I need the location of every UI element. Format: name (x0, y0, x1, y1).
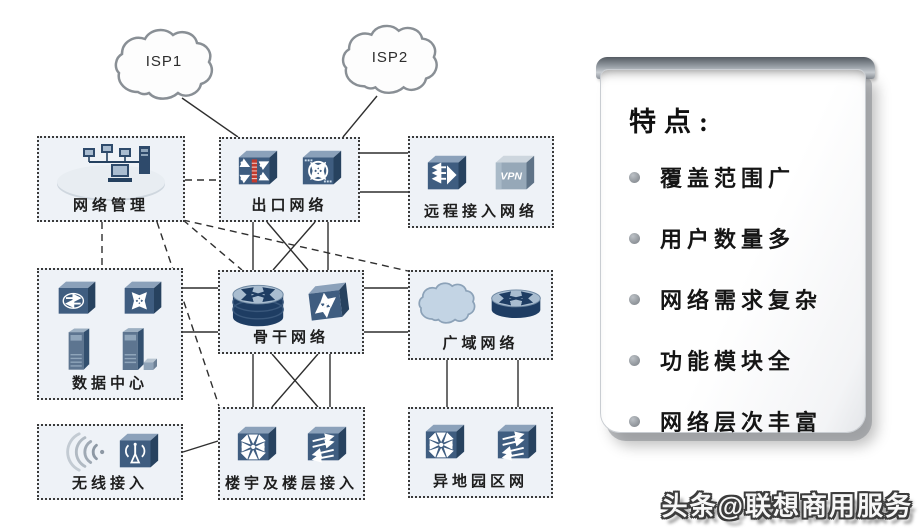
node-wan-network: 广域网络 (408, 270, 553, 360)
remote-access-switch-icon (427, 155, 467, 190)
node-backbone-network: 骨干网络 (218, 270, 364, 354)
firewall-icon (238, 150, 277, 185)
feature-text: 用户数量多 (660, 227, 796, 252)
server-tower-icon (68, 328, 90, 370)
vpn-gateway-icon: VPN (495, 155, 535, 190)
isp2-label: ISP2 (371, 48, 409, 66)
backbone-switch-icon (308, 282, 350, 321)
node-remote-access-network: VPN 远程接入网络 (408, 136, 554, 228)
node-label: 数据中心 (71, 376, 148, 392)
isp2-cloud: ISP2 (338, 22, 442, 100)
node-label: 骨干网络 (252, 330, 329, 346)
campus-switch-icon (497, 424, 536, 461)
node-network-management: 网络管理 (37, 136, 185, 222)
exit-router-icon (302, 150, 341, 185)
feature-list: 覆盖范围广 用户数量多 网络需求复杂 功能模块全 网络层次丰富 (629, 161, 865, 437)
isp1-label: ISP1 (145, 53, 183, 71)
watermark: 头条@联想商用服务 (661, 491, 913, 521)
feature-text: 网络层次丰富 (660, 410, 823, 435)
bullet-icon (629, 415, 640, 427)
server-tower-with-ups-icon (122, 328, 157, 370)
management-workstations-icon (57, 144, 165, 201)
cloud-icon (341, 24, 438, 95)
hub-icon (425, 424, 464, 459)
wireless-waves-icon (66, 432, 105, 472)
wan-router-icon (490, 289, 541, 319)
vpn-label: VPN (500, 171, 522, 183)
routing-switch-icon (124, 281, 162, 314)
node-exit-network: 出口网络 (219, 137, 360, 222)
node-data-center: 数据中心 (37, 268, 183, 400)
bullet-icon (629, 171, 640, 183)
feature-text: 网络需求复杂 (660, 288, 823, 313)
bullet-icon (629, 232, 640, 244)
node-label: 楼宇及楼层接入 (224, 476, 358, 492)
node-building-floor-access: 楼宇及楼层接入 (218, 407, 365, 500)
node-remote-campus-network: 异地园区网 (408, 407, 553, 498)
feature-item: 网络需求复杂 (629, 283, 865, 315)
cloud-icon (114, 28, 213, 100)
feature-text: 功能模块全 (660, 349, 796, 374)
hub-icon (237, 426, 276, 461)
feature-text: 覆盖范围广 (660, 166, 796, 191)
node-label: 远程接入网络 (423, 204, 538, 220)
feature-item: 覆盖范围广 (629, 161, 865, 193)
bullet-icon (629, 293, 640, 305)
node-label: 异地园区网 (432, 474, 528, 490)
access-point-icon (119, 433, 159, 468)
core-router-stack-icon (232, 284, 284, 327)
node-label: 出口网络 (251, 198, 328, 214)
wan-cloud-icon (417, 282, 475, 324)
features-panel: 特点: 覆盖范围广 用户数量多 网络需求复杂 功能模块全 (593, 57, 879, 435)
bullet-icon (629, 354, 640, 366)
panel-page: 特点: 覆盖范围广 用户数量多 网络需求复杂 功能模块全 (600, 69, 866, 435)
floor-switch-icon (307, 426, 346, 463)
isp1-cloud: ISP1 (112, 26, 216, 106)
node-label: 网络管理 (72, 198, 149, 214)
lan-switch-icon (58, 281, 96, 314)
panel-title: 特点: (629, 107, 716, 137)
node-label: 无线接入 (71, 476, 148, 492)
feature-item: 用户数量多 (629, 222, 865, 254)
node-wireless-access: 无线接入 (37, 424, 183, 500)
feature-item: 网络层次丰富 (629, 405, 865, 437)
node-label: 广域网络 (442, 336, 519, 352)
feature-item: 功能模块全 (629, 344, 865, 376)
